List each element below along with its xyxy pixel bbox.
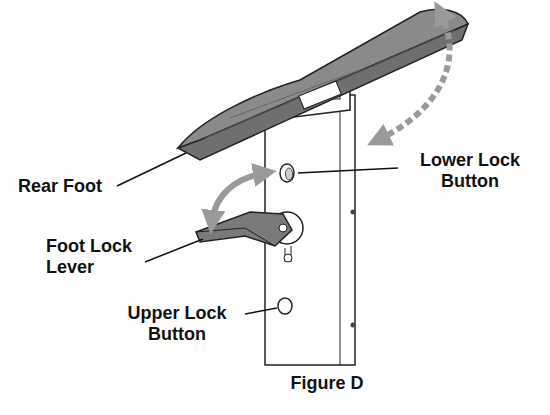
part-label: Upper Lock Button [112, 303, 242, 345]
part-label: Rear Foot [18, 176, 102, 197]
upper-lock-button [278, 298, 292, 314]
lower-lock-button [280, 164, 294, 182]
rear-foot [178, 9, 468, 160]
lever-motion-arrow [212, 173, 265, 222]
part-label: Foot Lock Lever [46, 236, 151, 278]
foot-motion-arrow [378, 12, 450, 140]
part-label: Lower Lock Button [400, 150, 540, 192]
leader-lines [117, 153, 398, 314]
figure-caption: Figure D [0, 373, 546, 394]
